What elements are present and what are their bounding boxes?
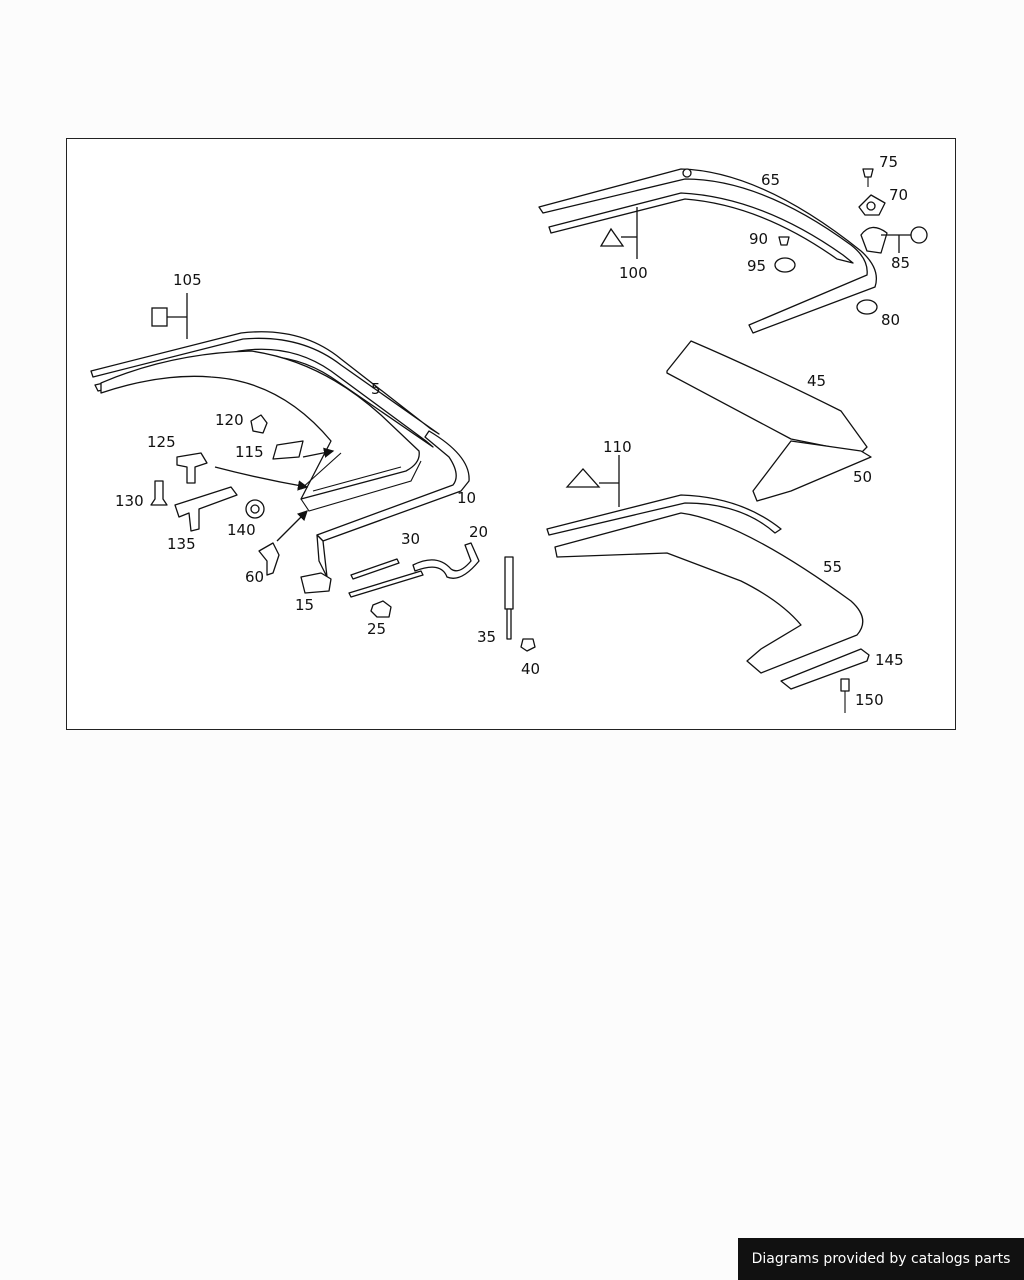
callout-100: 100	[619, 264, 648, 282]
callout-135: 135	[167, 535, 196, 553]
callout-150: 150	[855, 691, 884, 709]
callout-75: 75	[879, 153, 898, 171]
clip-70	[858, 194, 886, 216]
callout-30: 30	[401, 530, 420, 548]
callout-55: 55	[823, 558, 842, 576]
frame-55	[554, 512, 864, 674]
callout-80: 80	[881, 311, 900, 329]
callout-140: 140	[227, 521, 256, 539]
top-frame-65	[538, 168, 878, 334]
parts-exploded-diagram: 105 5 120 125 115 10 130 140 135 20 30 6…	[90, 153, 928, 713]
callout-35: 35	[477, 628, 496, 646]
callout-95: 95	[747, 257, 766, 275]
callout-40: 40	[521, 660, 540, 678]
bracket-125	[176, 452, 208, 484]
panel-45	[666, 340, 872, 502]
trim-strip-10	[316, 430, 470, 578]
callout-5: 5	[371, 380, 381, 398]
callout-125: 125	[147, 433, 176, 451]
nut-25	[370, 600, 392, 618]
parts-diagram-frame: 105 5 120 125 115 10 130 140 135 20 30 6…	[66, 138, 956, 730]
callout-20: 20	[469, 523, 488, 541]
plug-80	[856, 299, 878, 315]
bolt-150	[840, 678, 850, 713]
callout-10: 10	[457, 489, 476, 507]
callout-25: 25	[367, 620, 386, 638]
callout-45: 45	[807, 372, 826, 390]
callout-60: 60	[245, 568, 264, 586]
clip-120	[250, 414, 268, 434]
circle-symbol	[910, 226, 928, 244]
callout-50: 50	[853, 468, 872, 486]
seal-110	[546, 494, 782, 536]
callout-110: 110	[603, 438, 632, 456]
screw-130	[150, 480, 168, 506]
screw-75	[862, 168, 874, 187]
nut-140	[245, 499, 265, 519]
bracket-60	[258, 542, 280, 576]
credit-banner: Diagrams provided by catalogs parts	[738, 1238, 1024, 1280]
rail-145	[780, 648, 870, 690]
bracket-135	[174, 486, 238, 532]
bracket-arm-20	[412, 542, 480, 579]
callout-130: 130	[115, 492, 144, 510]
callout-90: 90	[749, 230, 768, 248]
screw-90	[778, 236, 790, 246]
credit-text: Diagrams provided by catalogs parts	[751, 1251, 1011, 1267]
gas-strut-35	[504, 556, 514, 640]
triangle-symbol	[599, 227, 625, 247]
square-symbol	[151, 307, 168, 327]
callout-70: 70	[889, 186, 908, 204]
callout-105: 105	[173, 271, 202, 289]
clip-40	[520, 638, 536, 652]
callout-145: 145	[875, 651, 904, 669]
plug-95	[774, 257, 796, 273]
rail-30	[348, 558, 424, 598]
callout-85: 85	[891, 254, 910, 272]
roof-frame-5	[100, 350, 422, 512]
callout-65: 65	[761, 171, 780, 189]
pad-115	[272, 440, 304, 460]
callout-15: 15	[295, 596, 314, 614]
callout-115: 115	[235, 443, 264, 461]
grommet-85	[860, 226, 888, 254]
callout-120: 120	[215, 411, 244, 429]
triangle-symbol	[565, 468, 601, 488]
cap-15	[300, 572, 332, 594]
